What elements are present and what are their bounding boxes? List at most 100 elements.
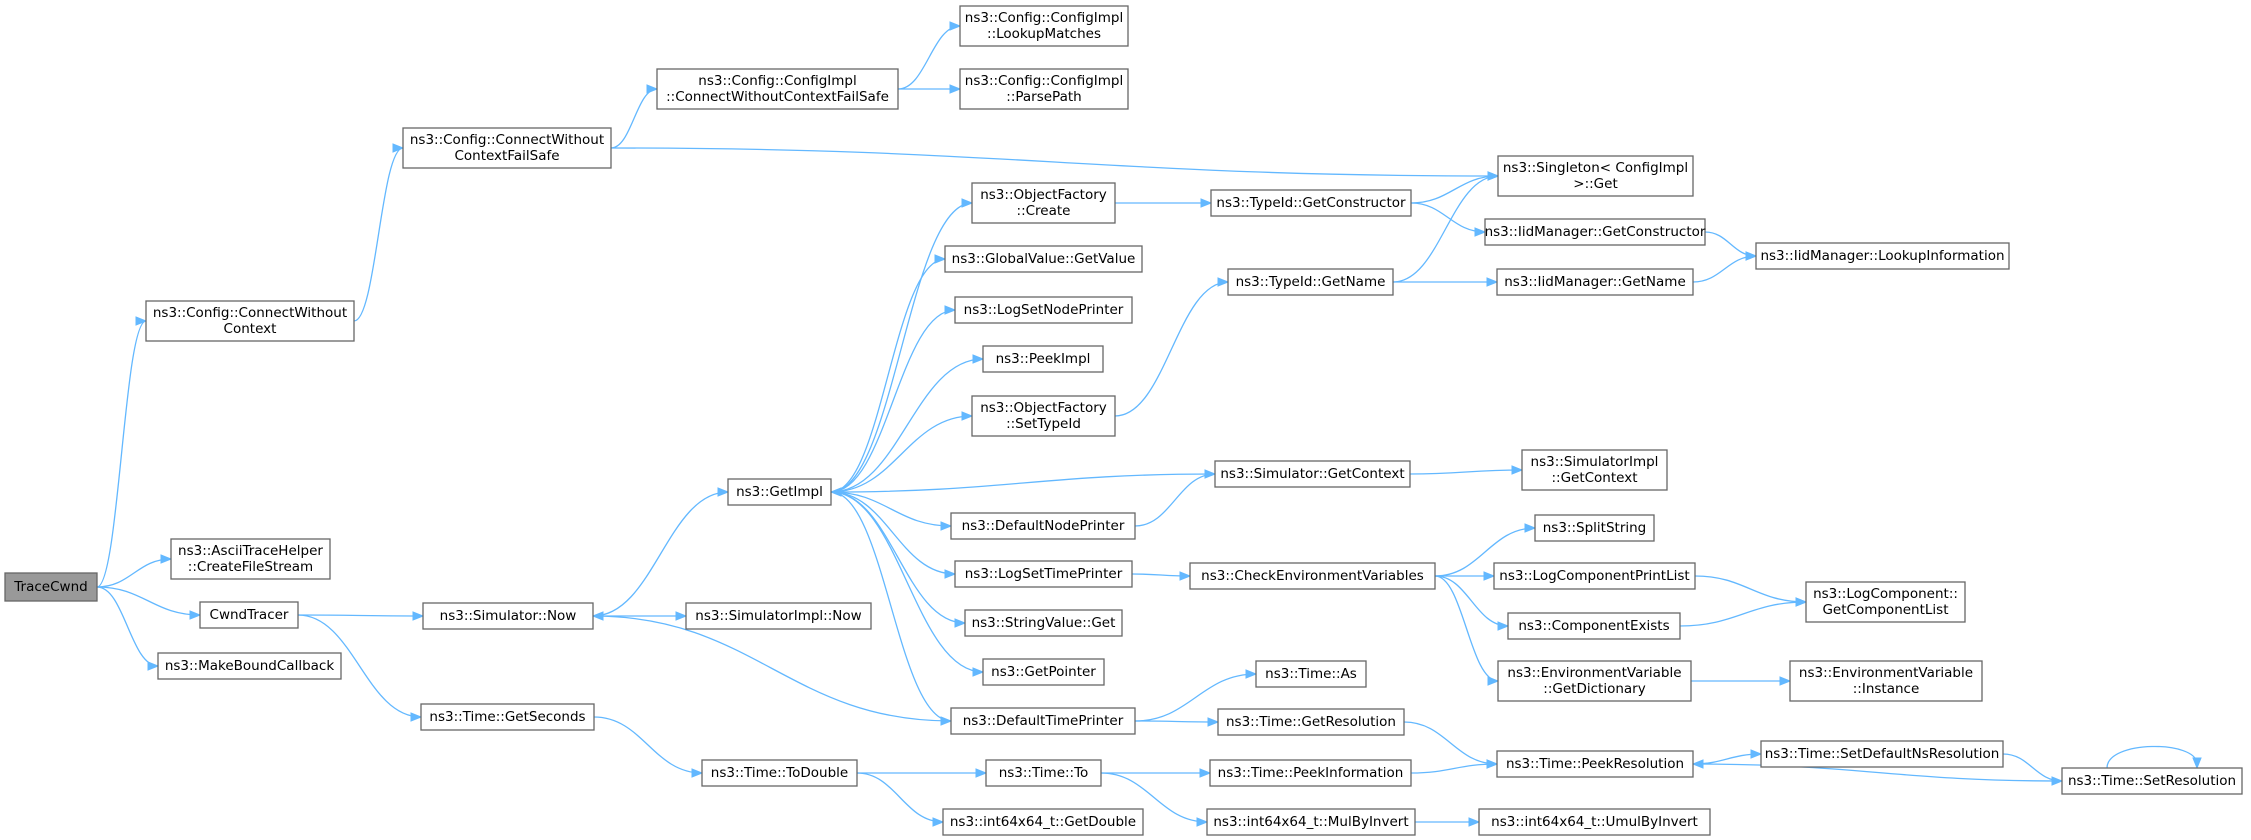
node-int64getdouble[interactable]: ns3::int64x64_t::GetDouble [942, 808, 1144, 836]
edge-arrow [591, 611, 604, 621]
edge-arrow [972, 667, 985, 677]
node-label: ns3::Time::SetDefaultNsResolution [1765, 746, 2000, 762]
edge-getimpl-to-logsetnodeprinter [830, 305, 957, 493]
edge-arrow [691, 768, 704, 778]
node-peekimpl[interactable]: ns3::PeekImpl [982, 345, 1104, 373]
node-int64umulbyinvert[interactable]: ns3::int64x64_t::UmulByInvert [1478, 808, 1711, 836]
node-envvargetdictionary[interactable]: ns3::EnvironmentVariable::GetDictionary [1497, 660, 1692, 702]
edge-line [830, 491, 952, 722]
node-globalvaluegetvalue[interactable]: ns3::GlobalValue::GetValue [944, 245, 1143, 273]
node-connectwithoutcontextfailsafe[interactable]: ns3::Config::ConnectWithoutContextFailSa… [402, 127, 612, 169]
node-logsetnodeprinter[interactable]: ns3::LogSetNodePrinter [954, 296, 1133, 324]
edge-line [297, 614, 424, 617]
edge-line [610, 147, 1499, 177]
node-label: ::LookupMatches [987, 26, 1101, 42]
node-timesetresolution[interactable]: ns3::Time::SetResolution [2061, 767, 2243, 795]
node-timepeekresolution[interactable]: ns3::Time::PeekResolution [1496, 750, 1694, 778]
node-iidlookupinformation[interactable]: ns3::IidManager::LookupInformation [1755, 242, 2010, 270]
edge-tracecwnd-to-makeboundcallback [96, 586, 160, 671]
node-asciitracehelper[interactable]: ns3::AsciiTraceHelper::CreateFileStream [170, 538, 331, 580]
node-timepeekinformation[interactable]: ns3::Time::PeekInformation [1209, 759, 1412, 787]
node-lookupmatches[interactable]: ns3::Config::ConfigImpl::LookupMatches [959, 5, 1129, 47]
node-box [971, 182, 1116, 224]
node-label: ns3::Config::ConnectWithout [410, 132, 604, 148]
node-int64mulbyinvert[interactable]: ns3::int64x64_t::MulByInvert [1206, 808, 1416, 836]
node-defaultnodeprinter[interactable]: ns3::DefaultNodePrinter [950, 512, 1136, 540]
node-typeidgetname[interactable]: ns3::TypeId::GetName [1227, 268, 1394, 296]
edge-line [353, 147, 404, 322]
edge-timetodouble-to-int64getdouble [856, 772, 945, 827]
edge-checkenvvars-to-envvargetdictionary [1434, 575, 1500, 686]
node-makeboundcallback[interactable]: ns3::MakeBoundCallback [157, 652, 342, 680]
node-box [1210, 189, 1412, 217]
node-label: ns3::GetPointer [991, 664, 1096, 680]
node-label: ::ConnectWithoutContextFailSafe [666, 89, 889, 105]
node-timetodouble[interactable]: ns3::Time::ToDouble [701, 759, 858, 787]
edge-arrow [412, 611, 425, 621]
node-timegetseconds[interactable]: ns3::Time::GetSeconds [420, 703, 595, 731]
edge-typeidgetconstructor-to-singletonget [1410, 171, 1500, 204]
node-label: GetComponentList [1822, 602, 1948, 618]
node-simulatorimplnow[interactable]: ns3::SimulatorImpl::Now [685, 602, 872, 630]
node-tracecwnd[interactable]: TraceCwnd [4, 572, 98, 602]
node-logcomponentprintlist[interactable]: ns3::LogComponentPrintList [1493, 562, 1696, 590]
node-box [1497, 155, 1694, 197]
node-objectfactorysettypeid[interactable]: ns3::ObjectFactory::SetTypeId [971, 395, 1116, 437]
edge-envvargetdictionary-to-envvarinstance [1690, 676, 1792, 686]
node-label: Context [224, 321, 277, 337]
node-typeidgetconstructor[interactable]: ns3::TypeId::GetConstructor [1210, 189, 1412, 217]
node-label: ns3::Config::ConfigImpl [965, 73, 1123, 89]
node-getpointer[interactable]: ns3::GetPointer [982, 658, 1105, 686]
edge-line [2106, 745, 2198, 769]
node-timeas[interactable]: ns3::Time::As [1255, 660, 1367, 688]
node-timegetresolution[interactable]: ns3::Time::GetResolution [1217, 708, 1405, 736]
node-logsettimeprinter[interactable]: ns3::LogSetTimePrinter [954, 560, 1133, 588]
node-label: ns3::PeekImpl [996, 351, 1091, 367]
node-label: ns3::EnvironmentVariable [1507, 665, 1681, 681]
node-checkenvvars[interactable]: ns3::CheckEnvironmentVariables [1189, 562, 1436, 590]
node-singletonget[interactable]: ns3::Singleton< ConfigImpl >::Get [1497, 155, 1694, 197]
node-simulatorgetcontext[interactable]: ns3::Simulator::GetContext [1214, 460, 1411, 488]
node-envvarinstance[interactable]: ns3::EnvironmentVariable::Instance [1789, 660, 1983, 702]
edge-line [592, 615, 952, 722]
edge-simulatornow-to-getimpl [592, 487, 730, 617]
node-simulatornow[interactable]: ns3::Simulator::Now [422, 602, 594, 630]
node-label: ::SetTypeId [1006, 416, 1081, 432]
edge-arrow [1474, 227, 1487, 237]
node-getimpl[interactable]: ns3::GetImpl [727, 478, 832, 506]
edge-arrow [1199, 768, 1212, 778]
edge-arrow [2192, 757, 2202, 770]
edge-cwndtracer-to-timegetseconds [297, 614, 423, 722]
node-iidgetname[interactable]: ns3::IidManager::GetName [1496, 268, 1694, 296]
node-label: ns3::TypeId::GetName [1236, 274, 1386, 290]
node-simulatorimplgetcontext[interactable]: ns3::SimulatorImpl::GetContext [1521, 449, 1668, 491]
node-label: ns3::MakeBoundCallback [165, 658, 335, 674]
node-configimplconnect[interactable]: ns3::Config::ConfigImpl::ConnectWithoutC… [656, 68, 899, 110]
node-stringvalueget[interactable]: ns3::StringValue::Get [964, 609, 1123, 637]
node-label: ::GetContext [1551, 470, 1637, 486]
node-iidgetconstructor[interactable]: ns3::IidManager::GetConstructor [1484, 218, 1706, 246]
edge-line [830, 491, 952, 527]
edge-arrow [944, 569, 957, 579]
edge-timetodouble-to-timeto [857, 768, 988, 778]
node-componentexists[interactable]: ns3::ComponentExists [1507, 612, 1681, 640]
node-cwndtracer[interactable]: CwndTracer [199, 601, 299, 629]
node-timeto[interactable]: ns3::Time::To [985, 759, 1102, 787]
node-box [1255, 660, 1367, 688]
edge-configimplconnect-to-lookupmatches [897, 21, 962, 90]
node-splitstring[interactable]: ns3::SplitString [1534, 514, 1655, 542]
node-label: ns3::Config::ConfigImpl [965, 10, 1123, 26]
node-logcomponentgetlist[interactable]: ns3::LogComponent::GetComponentList [1805, 581, 1966, 623]
edge-checkenvvars-to-logcomponentprintlist [1435, 571, 1496, 581]
edge-line [1403, 721, 1498, 765]
node-connectwithoutcontext[interactable]: ns3::Config::ConnectWithoutContext [145, 300, 355, 342]
edge-arrow [717, 487, 730, 497]
edge-arrow [829, 487, 842, 497]
node-timesetdefaultns[interactable]: ns3::Time::SetDefaultNsResolution [1760, 740, 2004, 768]
node-objectfactorycreate[interactable]: ns3::ObjectFactory::Create [971, 182, 1116, 224]
edge-connectwithoutcontext-to-connectwithoutcontextfailsafe [353, 143, 405, 322]
node-parsepath[interactable]: ns3::Config::ConfigImpl::ParsePath [959, 68, 1129, 110]
node-defaulttimeprinter[interactable]: ns3::DefaultTimePrinter [950, 707, 1136, 735]
node-box [4, 572, 98, 602]
